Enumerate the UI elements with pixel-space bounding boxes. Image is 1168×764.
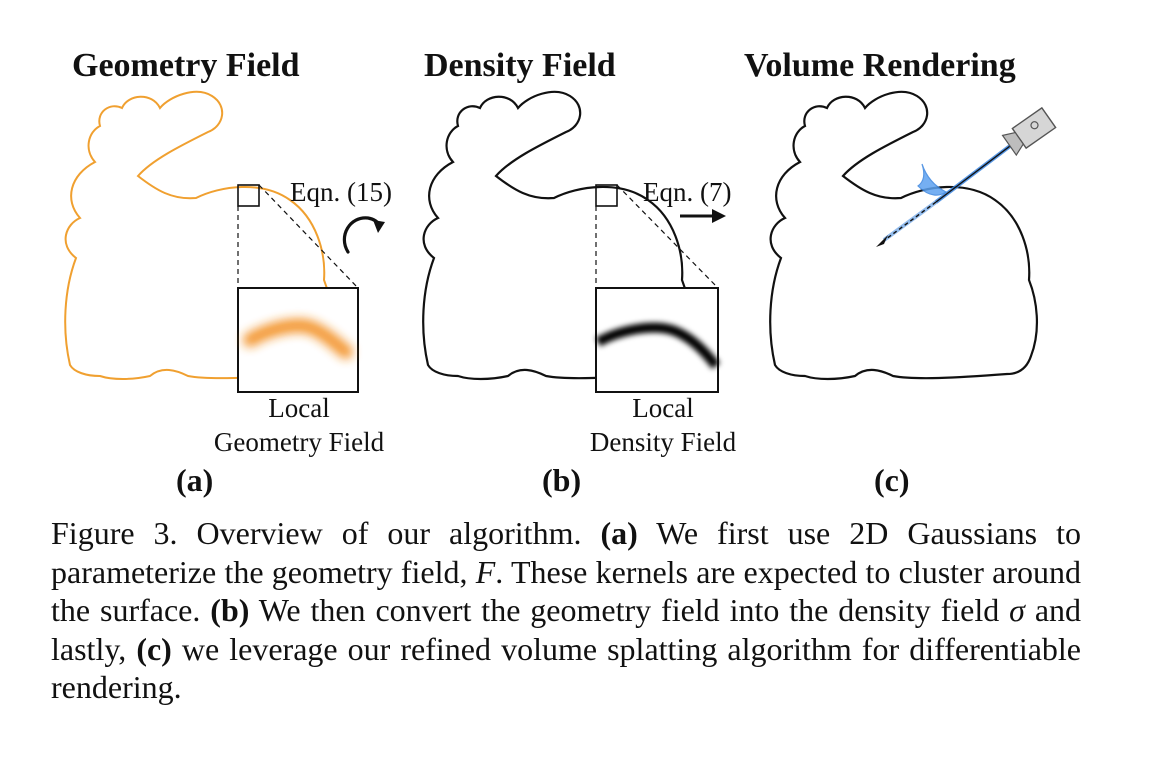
- caption-a-mark: (a): [600, 515, 638, 551]
- density-peak-on-ray: [917, 163, 948, 196]
- figure-caption: Figure 3. Overview of our algorithm. (a)…: [51, 514, 1081, 707]
- inset-a-label-line2: Geometry Field: [213, 427, 385, 457]
- caption-symbol-F: F: [475, 553, 496, 590]
- zoom-line-b-right: [616, 184, 719, 289]
- inset-a-label-line1: Local: [268, 393, 330, 423]
- inset-b-label-line2: Density Field: [589, 427, 737, 457]
- panel-a-title: Geometry Field: [72, 47, 300, 84]
- bunny-render-outline: [769, 90, 1039, 381]
- local-region-box-b: [595, 184, 618, 207]
- camera-ray: [876, 138, 1020, 247]
- panel-c-title: Volume Rendering: [744, 47, 1016, 84]
- eqn-15-label: Eqn. (15): [290, 177, 392, 207]
- eqn-7-label: Eqn. (7): [643, 177, 732, 207]
- right-arrow-icon: [680, 209, 726, 223]
- caption-fig-label: Figure 3. Overview of our algorithm.: [51, 515, 601, 551]
- panel-b-title: Density Field: [424, 47, 616, 84]
- camera-icon: [1001, 106, 1057, 157]
- caption-text-5: we leverage our refined volume splatting…: [51, 630, 1082, 706]
- curved-arrow-icon: [342, 216, 385, 254]
- caption-text-4: and lastly,: [51, 592, 1082, 667]
- caption-text-3: We then convert the geometry field into …: [249, 592, 1010, 628]
- subfigure-c-label: (c): [874, 462, 910, 498]
- caption-c-mark: (c): [136, 630, 172, 667]
- inset-density-field: [595, 287, 720, 393]
- subfigure-a-label: (a): [176, 462, 214, 498]
- caption-text-1: We first use 2D Gaussians to parameteriz…: [51, 515, 1081, 590]
- local-region-box-a: [237, 184, 260, 207]
- caption-b-mark: (b): [210, 592, 250, 628]
- subfigure-b-label: (b): [542, 462, 582, 498]
- overview-figure: [64, 90, 1057, 393]
- inset-b-label-line1: Local: [632, 393, 694, 423]
- caption-symbol-sigma: σ: [1009, 592, 1025, 628]
- inset-geometry-field: [237, 287, 359, 393]
- caption-text-2: . These kernels are expected to cluster …: [51, 553, 1082, 629]
- zoom-line-a-right: [258, 184, 359, 289]
